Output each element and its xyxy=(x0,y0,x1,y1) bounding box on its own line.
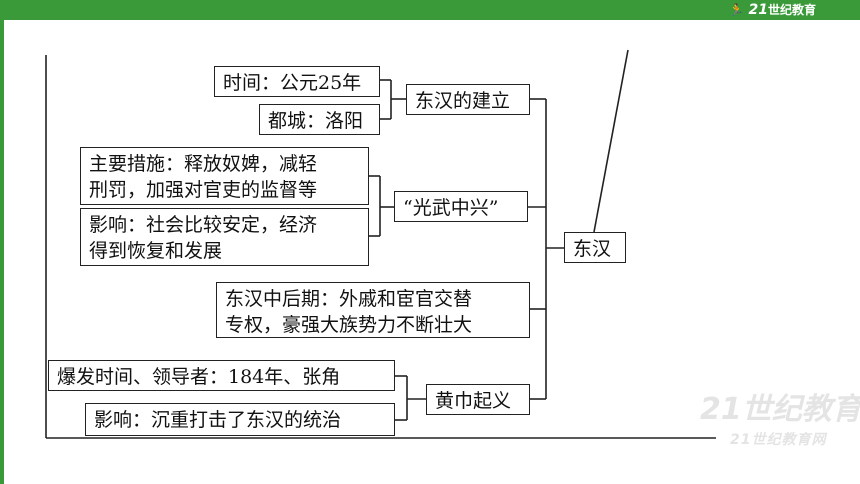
detail-late-han-line-2: 专权，豪强大族势力不断壮大 xyxy=(225,314,473,336)
detail-time-text: 时间：公元25年 xyxy=(223,72,362,94)
branch-founding-label: 东汉的建立 xyxy=(415,90,511,112)
top-banner: 🏃 21世纪教育 www.21cnjy.com xyxy=(0,0,860,26)
site-logo: 🏃 21世纪教育 www.21cnjy.com xyxy=(729,1,816,26)
diagonal-line xyxy=(593,49,629,233)
logo-text: 世纪教育 xyxy=(767,3,816,17)
detail-measures-line-1: 主要措施：释放奴婢，减轻 xyxy=(89,153,318,175)
logo-url: www.21cnjy.com xyxy=(749,20,804,26)
detail-capital-box: 都城：洛阳 xyxy=(259,104,380,135)
detail-impact-line-1: 影响：社会比较安定，经济 xyxy=(89,214,318,236)
detail-late-han-box: 东汉中后期：外戚和宦官交替 专权，豪强大族势力不断壮大 xyxy=(216,282,530,338)
watermark-sub: 21世纪教育网 xyxy=(730,432,827,448)
watermark: 21世纪教育 21世纪教育网 xyxy=(700,395,860,455)
detail-rebellion-impact-box: 影响：沉重打击了东汉的统治 xyxy=(85,403,395,436)
branch-restoration-label: “光武中兴” xyxy=(403,197,499,219)
detail-rebellion-impact-text: 影响：沉重打击了东汉的统治 xyxy=(94,409,342,431)
branch-yellow-turban-box: 黄巾起义 xyxy=(426,384,530,415)
detail-time-box: 时间：公元25年 xyxy=(214,66,380,97)
branch-yellow-turban-label: 黄巾起义 xyxy=(435,390,512,412)
detail-measures-box: 主要措施：释放奴婢，减轻 刑罚，加强对官吏的监督等 xyxy=(80,147,369,205)
root-eastern-han-box: 东汉 xyxy=(564,232,626,263)
detail-impact-box: 影响：社会比较安定，经济 得到恢复和发展 xyxy=(80,208,369,266)
runner-icon: 🏃 xyxy=(729,3,745,17)
detail-capital-text: 都城：洛阳 xyxy=(268,110,364,132)
branch-restoration-box: “光武中兴” xyxy=(394,191,528,222)
root-eastern-han-label: 东汉 xyxy=(573,238,612,260)
detail-impact-line-2: 得到恢复和发展 xyxy=(89,240,223,262)
detail-late-han-line-1: 东汉中后期：外戚和宦官交替 xyxy=(225,288,473,310)
detail-measures-line-2: 刑罚，加强对官吏的监督等 xyxy=(89,179,318,201)
logo-number: 21 xyxy=(748,2,768,18)
branch-founding-box: 东汉的建立 xyxy=(406,84,530,115)
watermark-main: 21世纪教育 xyxy=(700,392,860,427)
left-accent-bar xyxy=(0,20,4,484)
detail-outbreak-text: 爆发时间、领导者：184年、张角 xyxy=(57,366,341,388)
detail-outbreak-box: 爆发时间、领导者：184年、张角 xyxy=(48,360,395,391)
